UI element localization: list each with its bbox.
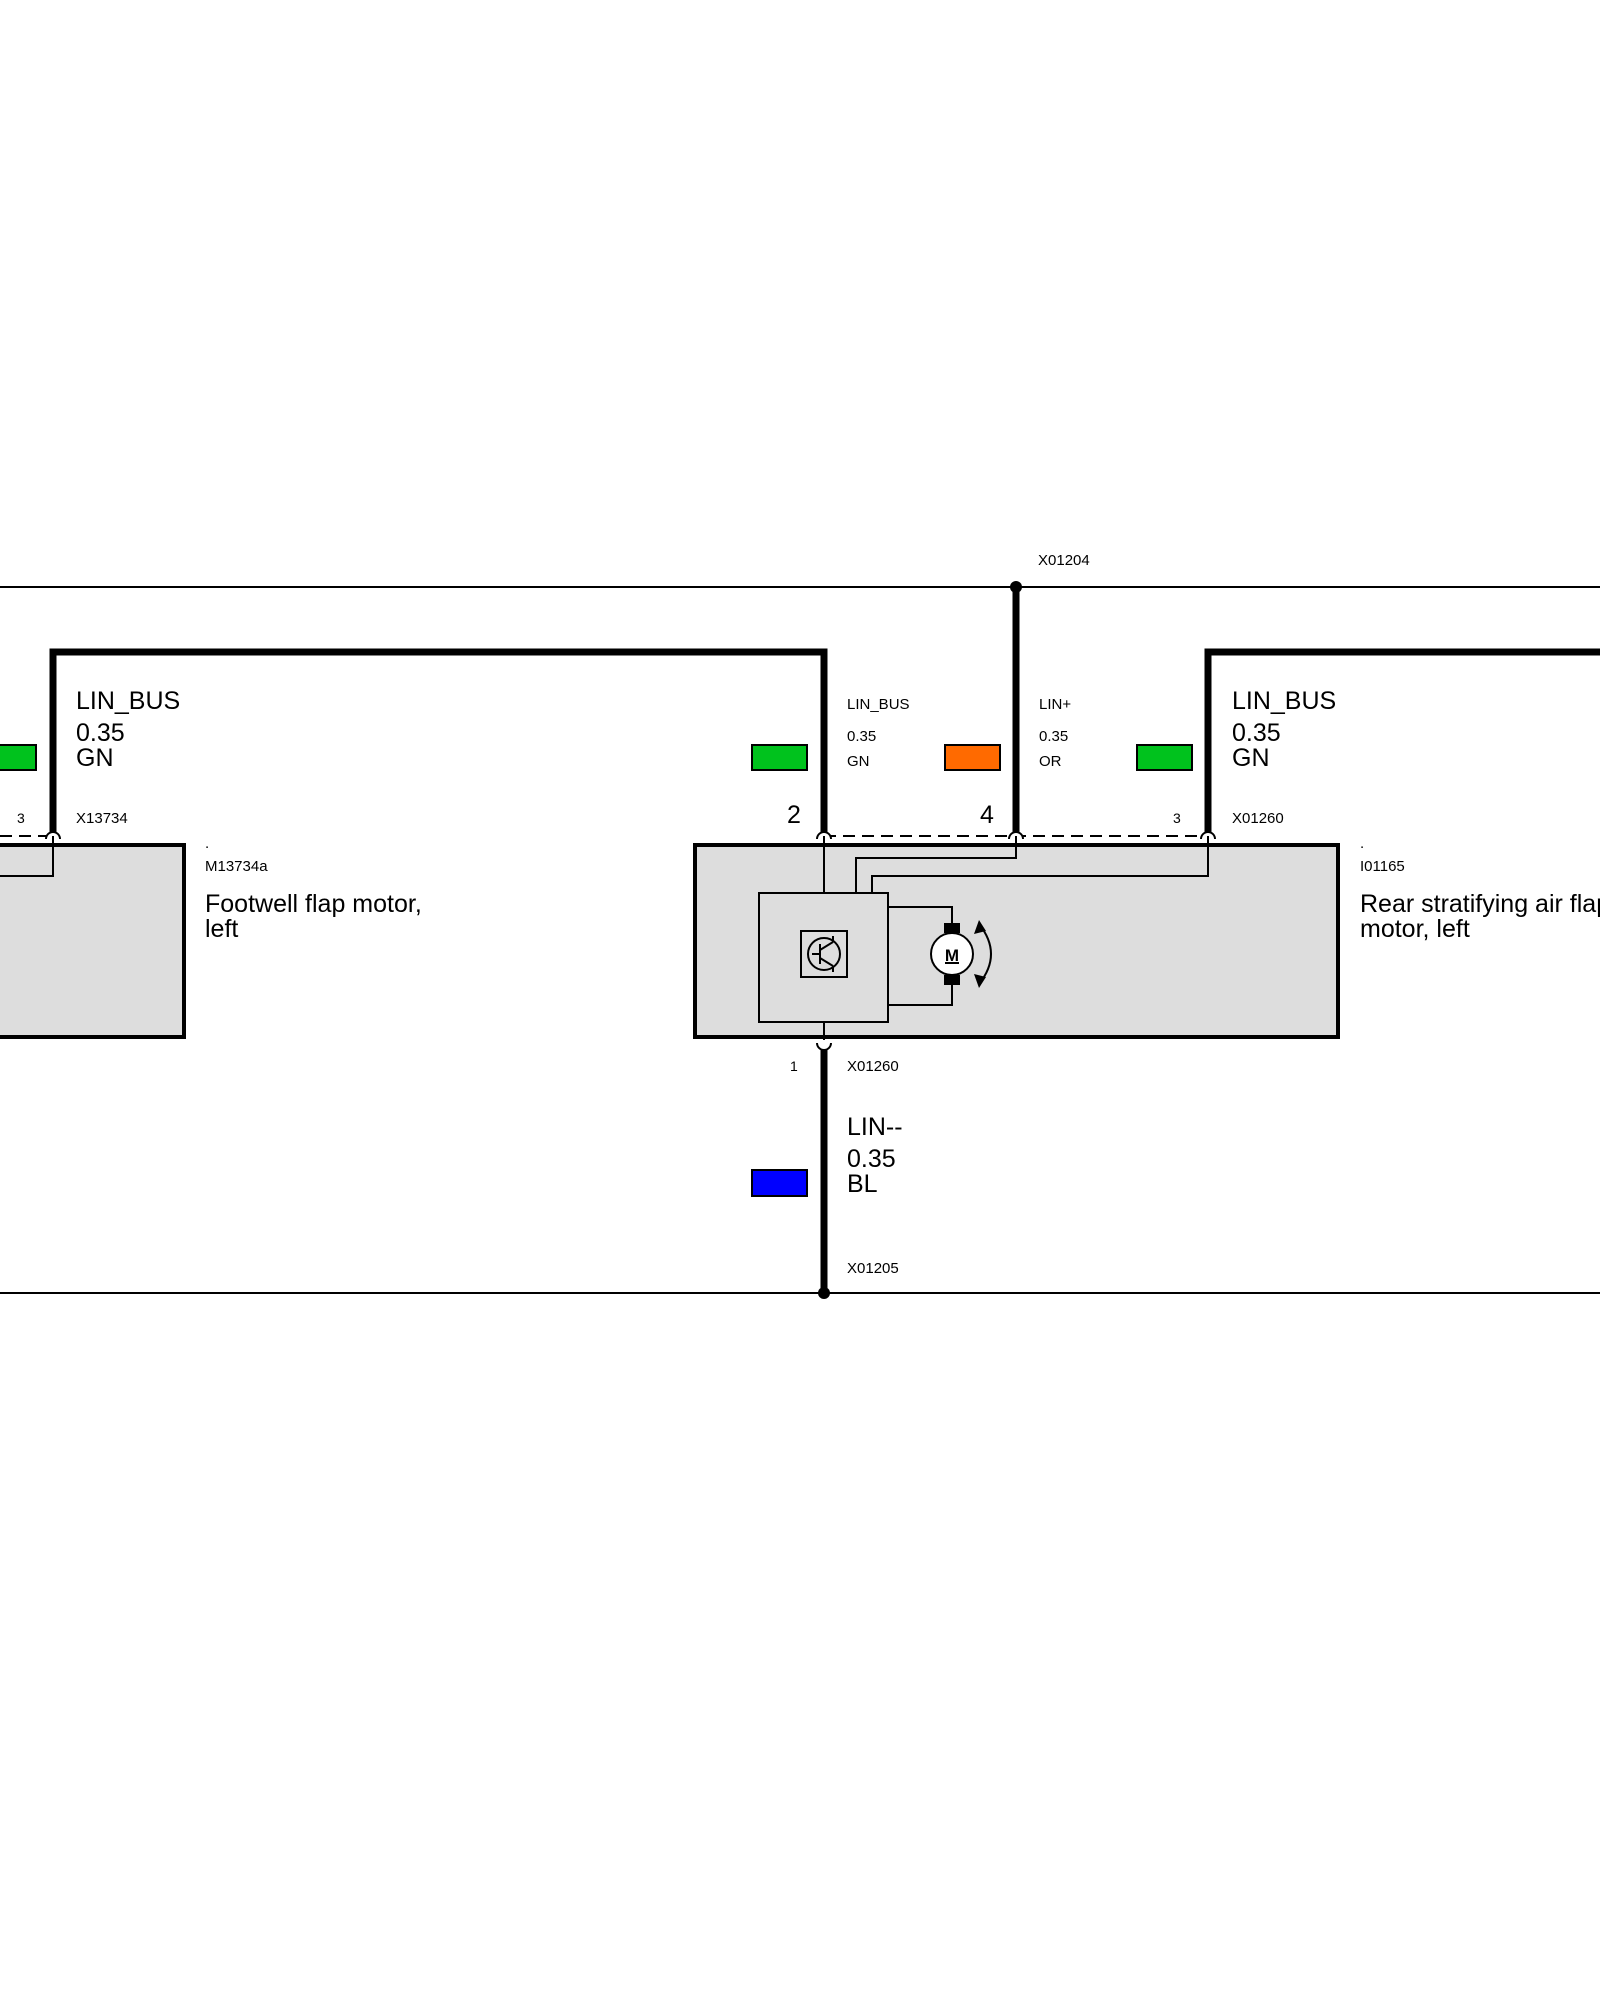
center-pin-4: 4 <box>980 801 994 829</box>
internal-wire-pin3 <box>871 836 1209 893</box>
lin-plus-color-label: OR <box>1039 753 1062 770</box>
right-lin-color-swatch <box>1136 744 1193 771</box>
motor-icon: M <box>930 923 974 985</box>
right-lin-signal-label: LIN_BUS <box>1232 687 1336 715</box>
footwell-flap-motor-box <box>0 843 186 1039</box>
lin-minus-size-label: 0.35 <box>847 1145 896 1173</box>
right-lin-wire <box>1204 648 1600 836</box>
center-pin-2: 2 <box>787 801 801 829</box>
lin-plus-color-swatch <box>944 744 1001 771</box>
center-bottom-connector-id: X01260 <box>847 1058 899 1075</box>
left-lin-color-label: GN <box>76 744 114 772</box>
pin-cap-4 <box>1008 831 1024 840</box>
left-lin-wire <box>49 648 828 836</box>
center-component-dot: . <box>1360 835 1364 852</box>
pin-cap-2 <box>816 831 832 840</box>
center-top-connector-id: X01260 <box>1232 810 1284 827</box>
left-component-name-2: left <box>205 915 238 943</box>
pin-cap-left <box>45 831 61 840</box>
center-lin-signal-label: LIN_BUS <box>847 696 910 713</box>
top-bus-connector-label: X01204 <box>1038 552 1090 569</box>
center-component-name-1: Rear stratifying air flap <box>1360 890 1600 918</box>
transistor-icon <box>800 930 848 978</box>
left-pin-number: 3 <box>17 810 25 826</box>
left-component-dot: . <box>205 835 209 852</box>
left-connector-id: X13734 <box>76 810 128 827</box>
left-component-name-1: Footwell flap motor, <box>205 890 422 918</box>
bottom-bus-connector-label: X01205 <box>847 1260 899 1277</box>
control-module-box <box>758 892 889 1023</box>
left-lin-size-label: 0.35 <box>76 719 125 747</box>
rotation-arrow-icon <box>974 920 992 988</box>
center-lin-color-swatch <box>751 744 808 771</box>
lin-minus-signal-label: LIN-- <box>847 1113 903 1141</box>
center-lin-size-label: 0.35 <box>847 728 876 745</box>
left-internal-wire <box>0 836 54 877</box>
motor-symbol-letter: M <box>945 946 959 965</box>
right-lin-color-label: GN <box>1232 744 1270 772</box>
lin-minus-color-label: BL <box>847 1170 878 1198</box>
center-pin-1: 1 <box>790 1058 798 1074</box>
right-lin-size-label: 0.35 <box>1232 719 1281 747</box>
center-pin-3: 3 <box>1173 810 1181 826</box>
center-component-id: I01165 <box>1360 858 1405 875</box>
left-component-id: M13734a <box>205 858 268 875</box>
left-lin-color-swatch <box>0 744 37 771</box>
lin-minus-color-swatch <box>751 1169 808 1197</box>
pin-cap-1 <box>816 1042 832 1051</box>
center-component-name-2: motor, left <box>1360 915 1470 943</box>
motor-connection-wire <box>888 906 953 1006</box>
left-lin-signal-label: LIN_BUS <box>76 687 180 715</box>
lin-plus-signal-label: LIN+ <box>1039 696 1071 713</box>
center-lin-color-label: GN <box>847 753 870 770</box>
lin-plus-size-label: 0.35 <box>1039 728 1068 745</box>
internal-wire-pin4 <box>855 836 1017 893</box>
pin-cap-3 <box>1200 831 1216 840</box>
